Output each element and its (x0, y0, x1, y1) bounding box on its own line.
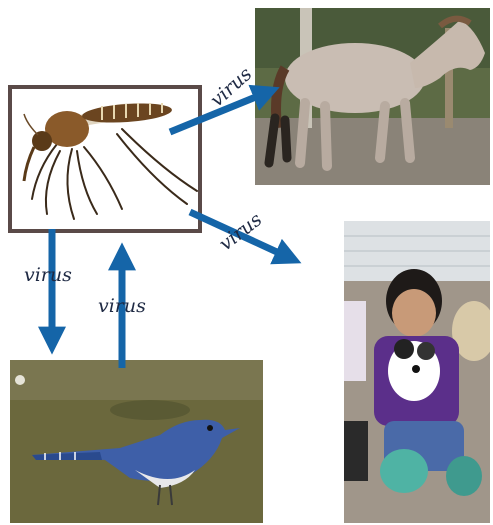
label-from-bird: virus (98, 295, 146, 317)
label-to-bird: virus (24, 264, 72, 286)
